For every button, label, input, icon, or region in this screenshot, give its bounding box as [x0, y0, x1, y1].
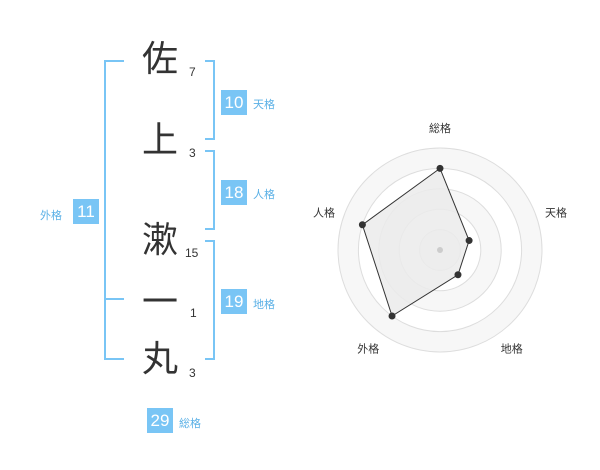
chikaku-bracket-vertical — [213, 240, 215, 360]
tenkaku-badge: 10 — [221, 90, 247, 115]
radar-axis-label-5: 人格 — [313, 205, 335, 219]
radar-point-4 — [388, 312, 396, 320]
jinkaku-badge: 18 — [221, 180, 247, 205]
name-char-1: 佐 — [141, 39, 178, 80]
name-char-2: 上 — [141, 120, 178, 161]
gaikaku-bracket-vertical — [104, 60, 106, 360]
stroke-count-2: 3 — [189, 146, 196, 160]
tenkaku-label: 天格 — [253, 98, 275, 111]
jinkaku-label: 人格 — [253, 188, 275, 201]
soukaku-label: 総格 — [179, 417, 201, 430]
chikaku-bracket-top — [205, 240, 215, 242]
gaikaku-bracket-top — [104, 60, 124, 62]
gaikaku-bracket-bottom — [104, 358, 124, 360]
radar-point-5 — [358, 221, 366, 229]
gaikaku-bracket-split — [104, 298, 124, 300]
chikaku-label: 地格 — [253, 298, 275, 311]
name-char-4: 一 — [141, 282, 178, 323]
stroke-count-5: 3 — [189, 366, 196, 380]
name-char-3: 漱 — [141, 220, 178, 261]
tenkaku-bracket-vertical — [213, 60, 215, 140]
jinkaku-bracket-top — [205, 150, 215, 152]
gaikaku-badge: 11 — [73, 199, 99, 224]
stroke-count-1: 7 — [189, 65, 196, 79]
chikaku-bracket-bottom — [205, 358, 215, 360]
radar-center-dot — [437, 247, 443, 253]
radar-axis-label-1: 総格 — [429, 121, 451, 135]
jinkaku-bracket-bottom — [205, 228, 215, 230]
gaikaku-label: 外格 — [40, 209, 62, 222]
chikaku-badge: 19 — [221, 289, 247, 314]
radar-axis-label-4: 外格 — [357, 342, 379, 356]
radar-axis-label-3: 地格 — [501, 342, 523, 356]
radar-axis-label-2: 天格 — [545, 205, 567, 219]
radar-point-3 — [454, 271, 462, 279]
radar-series-shape — [361, 167, 470, 317]
name-char-5: 丸 — [141, 339, 178, 380]
tenkaku-bracket-top — [205, 60, 215, 62]
stroke-count-4: 1 — [190, 306, 197, 320]
radar-point-1 — [436, 164, 444, 172]
stroke-count-3: 15 — [185, 246, 199, 260]
jinkaku-bracket-vertical — [213, 150, 215, 230]
tenkaku-bracket-bottom — [205, 138, 215, 140]
radar-point-2 — [465, 237, 473, 245]
soukaku-badge: 29 — [147, 408, 173, 433]
